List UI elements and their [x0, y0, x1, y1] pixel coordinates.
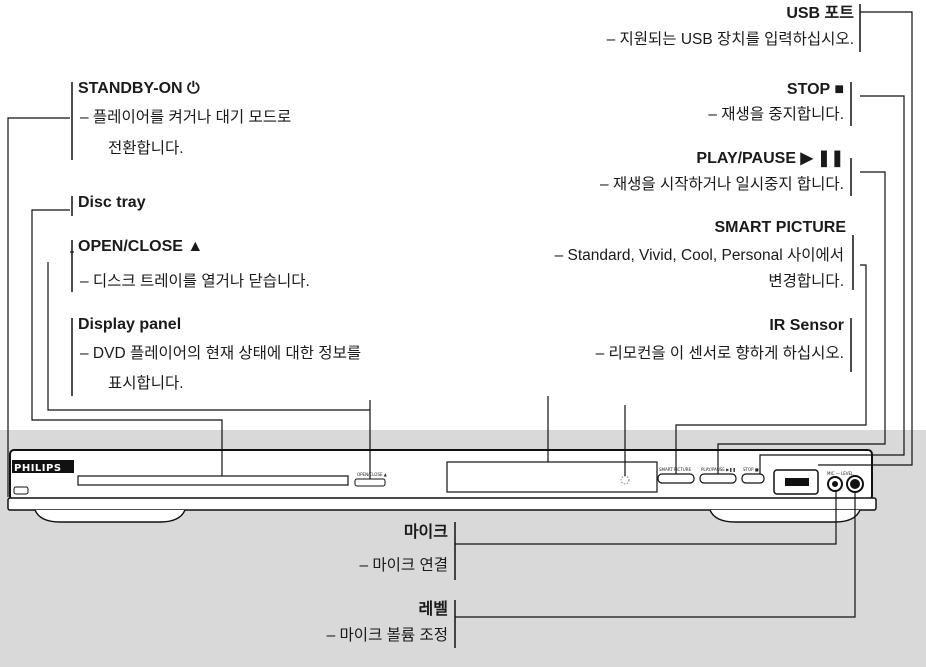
disc-tray-slot	[77, 475, 349, 486]
ir-sensor-title: IR Sensor	[769, 317, 844, 334]
standby-line	[7, 117, 70, 497]
brand-logo: PHILIPS	[14, 463, 62, 474]
standby-title: STANDBY-ON ⏻	[78, 80, 200, 97]
play-pause-device-label: PLAY/PAUSE ▶❚❚	[701, 467, 736, 472]
mic-line	[455, 491, 837, 545]
usb-port-icon	[785, 478, 809, 486]
stop-title: STOP ■	[786, 81, 844, 98]
open-close-button	[354, 478, 386, 487]
mic-title: 마이크	[403, 524, 448, 541]
stop-line	[759, 95, 905, 474]
standby-desc-1: – 플레이어를 켜거나 대기 모드로	[80, 109, 292, 126]
open-close-device-label: OPEN/CLOSE ▲	[357, 472, 387, 477]
display-panel-desc-2: 표시합니다.	[108, 375, 184, 392]
play-pause-line	[717, 171, 886, 474]
smart-picture-device-label: SMART PICTURE	[659, 467, 691, 472]
player-base	[7, 497, 877, 511]
standby-desc-2: 전환합니다.	[108, 140, 184, 157]
smart-picture-line	[675, 264, 867, 474]
disc-tray-line	[31, 209, 223, 476]
right-foot	[709, 509, 861, 523]
smart-picture-button	[657, 473, 695, 484]
smart-picture-title: SMART PICTURE	[714, 219, 846, 236]
level-title: 레벨	[418, 601, 448, 618]
stop-device-label: STOP ■	[743, 467, 759, 472]
usb-desc: – 지원되는 USB 장치를 입력하십시오.	[606, 31, 854, 48]
level-line	[455, 492, 856, 618]
open-close-desc: – 디스크 트레이를 열거나 닫습니다.	[80, 273, 310, 290]
mic-level-device-label: MIC — LEVEL	[827, 471, 854, 476]
disc-tray-title: Disc tray	[78, 194, 146, 211]
smart-picture-desc-1: – Standard, Vivid, Cool, Personal 사이에서	[554, 247, 844, 264]
mic-desc: – 마이크 연결	[359, 557, 448, 574]
play-pause-title: PLAY/PAUSE ▶ ❚❚	[696, 150, 844, 167]
play-pause-desc: – 재생을 시작하거나 일시중지 합니다.	[599, 176, 844, 193]
smart-picture-desc-2: 변경합니다.	[768, 273, 844, 290]
display-panel-title: Display panel	[78, 316, 182, 333]
open-close-title: OPEN/CLOSE ▲	[78, 238, 204, 255]
usb-title: USB 포트	[786, 5, 854, 22]
level-desc: – 마이크 볼륨 조정	[326, 627, 448, 644]
left-foot	[34, 509, 186, 523]
usb-line	[818, 11, 913, 466]
brand-plate	[12, 460, 74, 473]
dvd-player-illustration	[7, 449, 877, 523]
stop-desc: – 재생을 중지합니다.	[708, 106, 844, 123]
play-pause-button	[699, 473, 737, 484]
ir-sensor-desc: – 리모컨을 이 센서로 향하게 하십시오.	[595, 345, 844, 362]
display-panel-desc-1: – DVD 플레이어의 현재 상태에 대한 정보를	[80, 345, 362, 362]
stop-button	[741, 473, 765, 484]
standby-button	[13, 486, 29, 495]
